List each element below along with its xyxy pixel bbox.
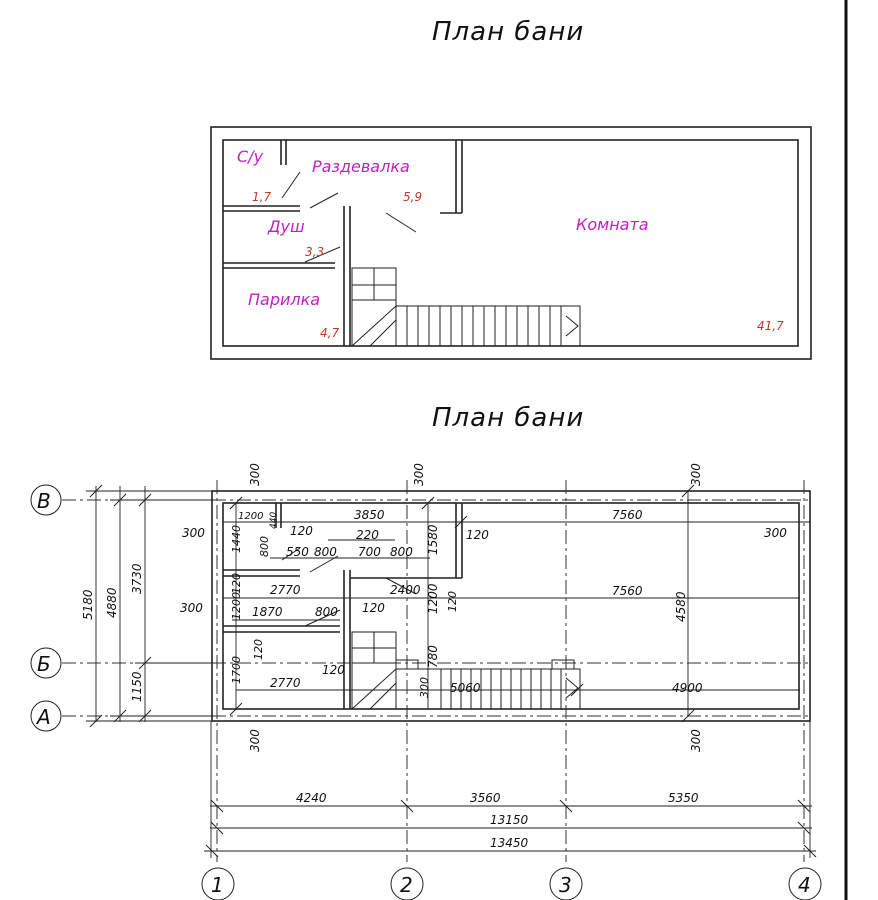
dim-5060: 5060: [450, 681, 481, 695]
dim-1870: 1870: [252, 605, 283, 619]
dim-120-v-b: 120: [446, 591, 459, 612]
dim-3560: 3560: [470, 791, 501, 805]
dim-4580: 4580: [674, 591, 688, 622]
room-label-shower: Душ: [267, 217, 305, 236]
top-stairs: [351, 267, 581, 347]
dim-800-v: 800: [258, 536, 271, 557]
dim-7560-top: 7560: [612, 508, 643, 522]
dim-5180: 5180: [81, 589, 95, 620]
dim-7560-mid: 7560: [612, 584, 643, 598]
dim-120-v-c: 120: [252, 639, 265, 660]
dim-120-v-a: 120: [230, 573, 243, 594]
dim-3850: 3850: [354, 508, 385, 522]
area-room: 41,7: [757, 319, 784, 333]
dim-120-c: 120: [362, 601, 385, 615]
dim-3730: 3730: [130, 563, 144, 594]
dim-120-a: 120: [290, 524, 313, 538]
dim-440: 440: [269, 512, 279, 529]
dim-300-right: 300: [764, 526, 787, 540]
dim-120-b: 120: [466, 528, 489, 542]
dimension-ticks: [89, 484, 695, 728]
room-label-room: Комната: [576, 215, 649, 234]
dim-2770-top: 2770: [270, 583, 301, 597]
dim-300-left-a: 300: [182, 526, 205, 540]
dim-300-v-stairs: 300: [418, 677, 431, 698]
dim-220: 220: [356, 528, 379, 542]
axis-marker-row-v: В: [37, 489, 51, 513]
dim-5350: 5350: [668, 791, 699, 805]
axis-marker-col-1: 1: [211, 873, 224, 897]
axis-marker-col-3: 3: [559, 873, 572, 897]
dim-300-top-left: 300: [248, 463, 262, 486]
area-changing: 5,9: [403, 190, 422, 204]
axis-marker-row-b: Б: [37, 652, 51, 676]
outer-vertical-dimension-lines: [86, 486, 215, 722]
room-label-changing: Раздевалка: [312, 157, 410, 176]
bottom-dimension-chains: [204, 721, 817, 858]
dim-800-b: 800: [390, 545, 413, 559]
dim-300-top-mid: 300: [412, 463, 426, 486]
bottom-stair-treads: [440, 669, 562, 709]
dim-300-bottom-right: 300: [689, 729, 703, 752]
dim-800-c: 800: [315, 605, 338, 619]
dim-1200-v-a: 1200: [230, 592, 243, 620]
room-label-wc: С/у: [237, 147, 264, 166]
axis-marker-col-2: 2: [400, 873, 413, 897]
dim-1200-v-b: 1200: [426, 583, 440, 614]
axis-markers: В Б А 1 2 3 4: [30, 484, 822, 900]
dim-2400: 2400: [390, 583, 421, 597]
axis-marker-row-a: А: [35, 705, 51, 729]
dim-4900: 4900: [672, 681, 703, 695]
dim-300-top-right: 300: [689, 463, 703, 486]
dim-780: 780: [426, 645, 440, 668]
dim-13150: 13150: [490, 813, 529, 827]
top-stair-treads: [406, 306, 562, 346]
dim-1440: 1440: [230, 525, 243, 553]
dim-2770-bottom: 2770: [270, 676, 301, 690]
interior-dimension-lines: [223, 490, 810, 716]
bottom-floor-plan: [62, 480, 817, 862]
dim-800-a: 800: [314, 545, 337, 559]
bottom-stairs: [351, 631, 581, 710]
top-floor-plan: С/у Раздевалка Душ Парилка Комната 1,7 5…: [210, 126, 812, 360]
dim-4240: 4240: [296, 791, 327, 805]
dim-300-left-b: 300: [180, 601, 203, 615]
dim-550: 550: [286, 545, 309, 559]
bottom-plan-title: План бани: [432, 403, 584, 433]
dim-700: 700: [358, 545, 381, 559]
top-plan-title: План бани: [432, 17, 584, 47]
dim-1700: 1700: [230, 656, 243, 684]
dimension-labels: 300 300 300 300 300 300 300 300 1200 440…: [81, 463, 787, 850]
area-wc: 1,7: [252, 190, 271, 204]
dim-1150: 1150: [130, 671, 144, 702]
axis-marker-col-4: 4: [798, 873, 811, 897]
dim-300-bottom-left: 300: [248, 729, 262, 752]
room-label-steam: Парилка: [248, 290, 320, 309]
dim-13450: 13450: [490, 836, 529, 850]
dim-120-d: 120: [322, 663, 345, 677]
area-steam: 4,7: [320, 326, 339, 340]
dim-1580: 1580: [426, 524, 440, 555]
dim-4880: 4880: [105, 587, 119, 618]
dim-1200-top: 1200: [238, 511, 263, 522]
area-shower: 3,3: [305, 245, 324, 259]
